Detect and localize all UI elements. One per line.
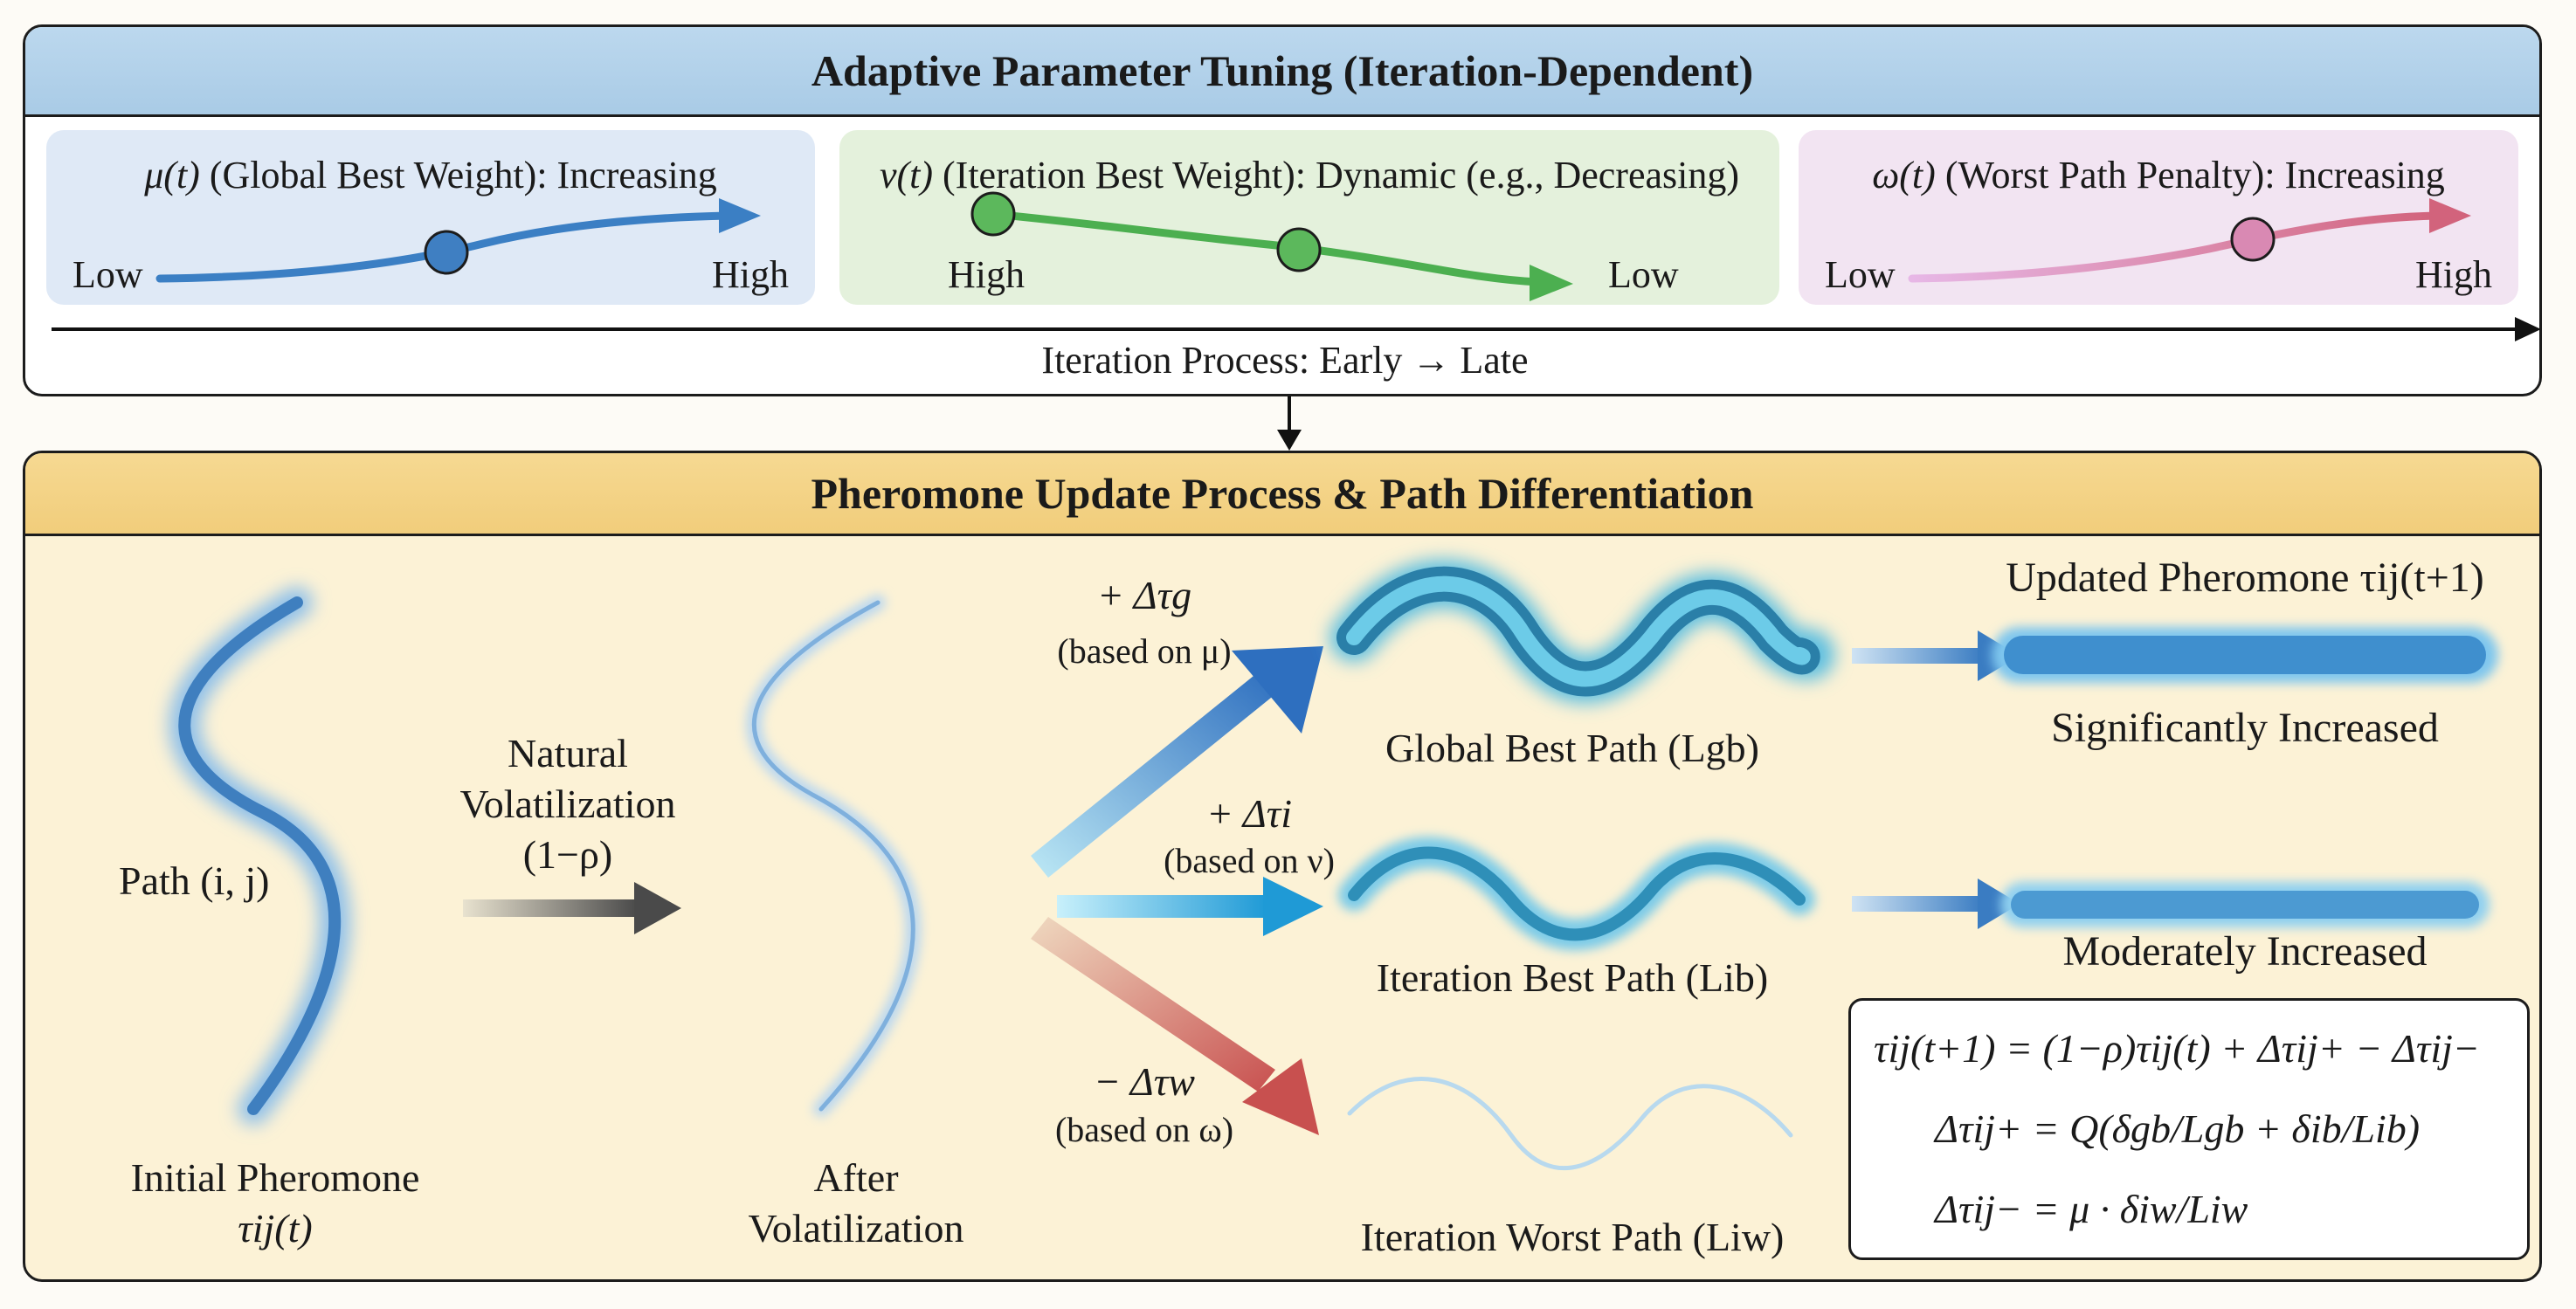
iteration-axis	[52, 317, 2539, 341]
after-volatilization-line2: Volatilization	[748, 1206, 964, 1250]
delta-g-basis: (based on μ)	[1057, 631, 1232, 671]
update-formula-box: τij(t+1) = (1−ρ)τij(t) + Δτij+ − Δτij− Δ…	[1848, 998, 2530, 1260]
mu-trend-curve	[155, 198, 761, 283]
volatilization-label-line3: (1−ρ)	[522, 832, 613, 877]
global-best-path	[1329, 559, 1835, 704]
volatilization-arrow	[463, 882, 681, 934]
volatilization-label-line2: Volatilization	[459, 782, 676, 826]
omega-start-label: Low	[1825, 253, 1896, 296]
iteration-axis-label: Iteration Process: Early → Late	[1041, 339, 1529, 382]
mu-start-label: Low	[73, 253, 143, 296]
global-best-update-arrow	[1031, 646, 1323, 878]
after-volatilization-line1: After	[813, 1155, 899, 1200]
moderate-increase-label: Moderately Increased	[2062, 928, 2428, 975]
nu-start-marker	[970, 191, 1016, 237]
iteration-worst-path	[1347, 1077, 1793, 1171]
after-volatilization-path	[746, 595, 922, 1117]
iteration-worst-update-arrow	[1031, 917, 1319, 1135]
mu-parameter-box: μ(t) (Global Best Weight): Increasing Lo…	[46, 130, 815, 305]
formula-line-3: Δτij− = μ · δiw/Liw	[1935, 1187, 2248, 1231]
mu-marker	[424, 230, 469, 275]
nu-parameter-title: ν(t) (Iteration Best Weight): Dynamic (e…	[879, 154, 1740, 196]
parameter-tuning-title: Adaptive Parameter Tuning (Iteration-Dep…	[25, 27, 2539, 117]
significant-increase-bar	[1992, 627, 2498, 683]
significant-increase-label: Significantly Increased	[2051, 705, 2439, 751]
volatilization-label-line1: Natural	[508, 731, 628, 775]
formula-line-1: τij(t+1) = (1−ρ)τij(t) + Δτij+ − Δτij−	[1874, 1026, 2480, 1071]
omega-trend-curve	[1908, 198, 2471, 283]
omega-parameter-title: ω(t) (Worst Path Penalty): Increasing	[1872, 154, 2445, 196]
delta-g-label: + Δτg	[1096, 573, 1192, 617]
delta-w-basis: (based on ω)	[1054, 1110, 1234, 1149]
nu-end-label: Low	[1608, 253, 1679, 296]
formula-line-2: Δτij+ = Q(δgb/Lgb + δib/Lib)	[1935, 1106, 2421, 1151]
delta-i-label: + Δτi	[1206, 791, 1292, 836]
path-ij-label: Path (i, j)	[119, 858, 270, 903]
iteration-worst-path-label: Iteration Worst Path (Liw)	[1360, 1215, 1785, 1259]
nu-parameter-box: ν(t) (Iteration Best Weight): Dynamic (e…	[839, 130, 1779, 305]
nu-start-label: High	[948, 253, 1025, 296]
nu-trend-curve	[970, 191, 1573, 301]
iteration-best-path	[1338, 837, 1815, 951]
initial-pheromone-path	[169, 587, 351, 1125]
initial-pheromone-symbol: τij(t)	[238, 1206, 313, 1250]
omega-end-label: High	[2415, 253, 2492, 296]
nu-mid-marker	[1276, 227, 1322, 272]
moderate-increase-bar	[2000, 882, 2490, 927]
iteration-best-path-label: Iteration Best Path (Lib)	[1376, 955, 1769, 1000]
omega-parameter-box: ω(t) (Worst Path Penalty): Increasing Lo…	[1799, 130, 2518, 305]
parameter-tuning-panel: Adaptive Parameter Tuning (Iteration-Dep…	[23, 24, 2542, 396]
global-best-path-label: Global Best Path (Lgb)	[1385, 726, 1759, 770]
pheromone-update-title: Pheromone Update Process & Path Differen…	[25, 453, 2539, 536]
mu-parameter-title: μ(t) (Global Best Weight): Increasing	[144, 154, 717, 196]
mu-end-label: High	[712, 253, 789, 296]
initial-pheromone-label: Initial Pheromone	[130, 1155, 420, 1200]
delta-i-basis: (based on ν)	[1164, 841, 1335, 880]
iteration-result-arrow	[1852, 878, 2020, 929]
omega-marker	[2230, 217, 2276, 262]
updated-pheromone-title: Updated Pheromone τij(t+1)	[2006, 555, 2484, 601]
iteration-best-update-arrow	[1057, 877, 1323, 936]
delta-w-label: − Δτw	[1094, 1059, 1195, 1104]
